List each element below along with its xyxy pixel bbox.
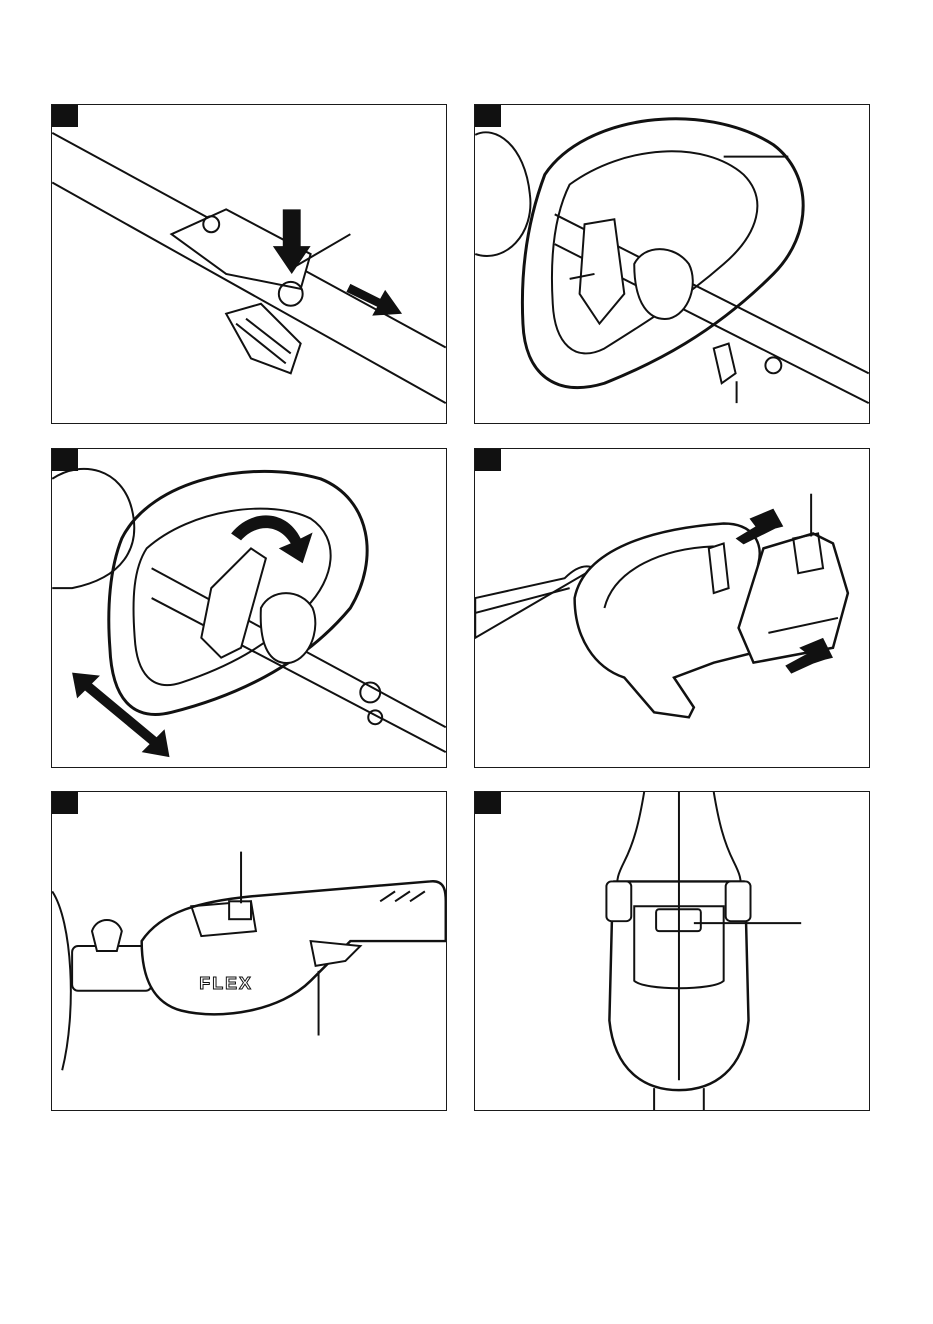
brand-logo: FLEX (199, 973, 253, 993)
right-arrow-icon (346, 284, 402, 316)
figure-panel-1 (51, 104, 447, 424)
top-view-illustration (475, 792, 869, 1110)
figure-panel-3 (51, 448, 447, 768)
figure-panel-6 (474, 791, 870, 1111)
switch-trigger-illustration: FLEX (52, 792, 446, 1110)
figure-panel-2 (474, 104, 870, 424)
loop-handle-illustration (475, 105, 869, 423)
figure-panel-4 (474, 448, 870, 768)
figure-panel-5: FLEX (51, 791, 447, 1111)
handle-adjust-illustration (52, 449, 446, 767)
battery-insert-illustration (475, 449, 869, 767)
shaft-release-illustration (52, 105, 446, 423)
